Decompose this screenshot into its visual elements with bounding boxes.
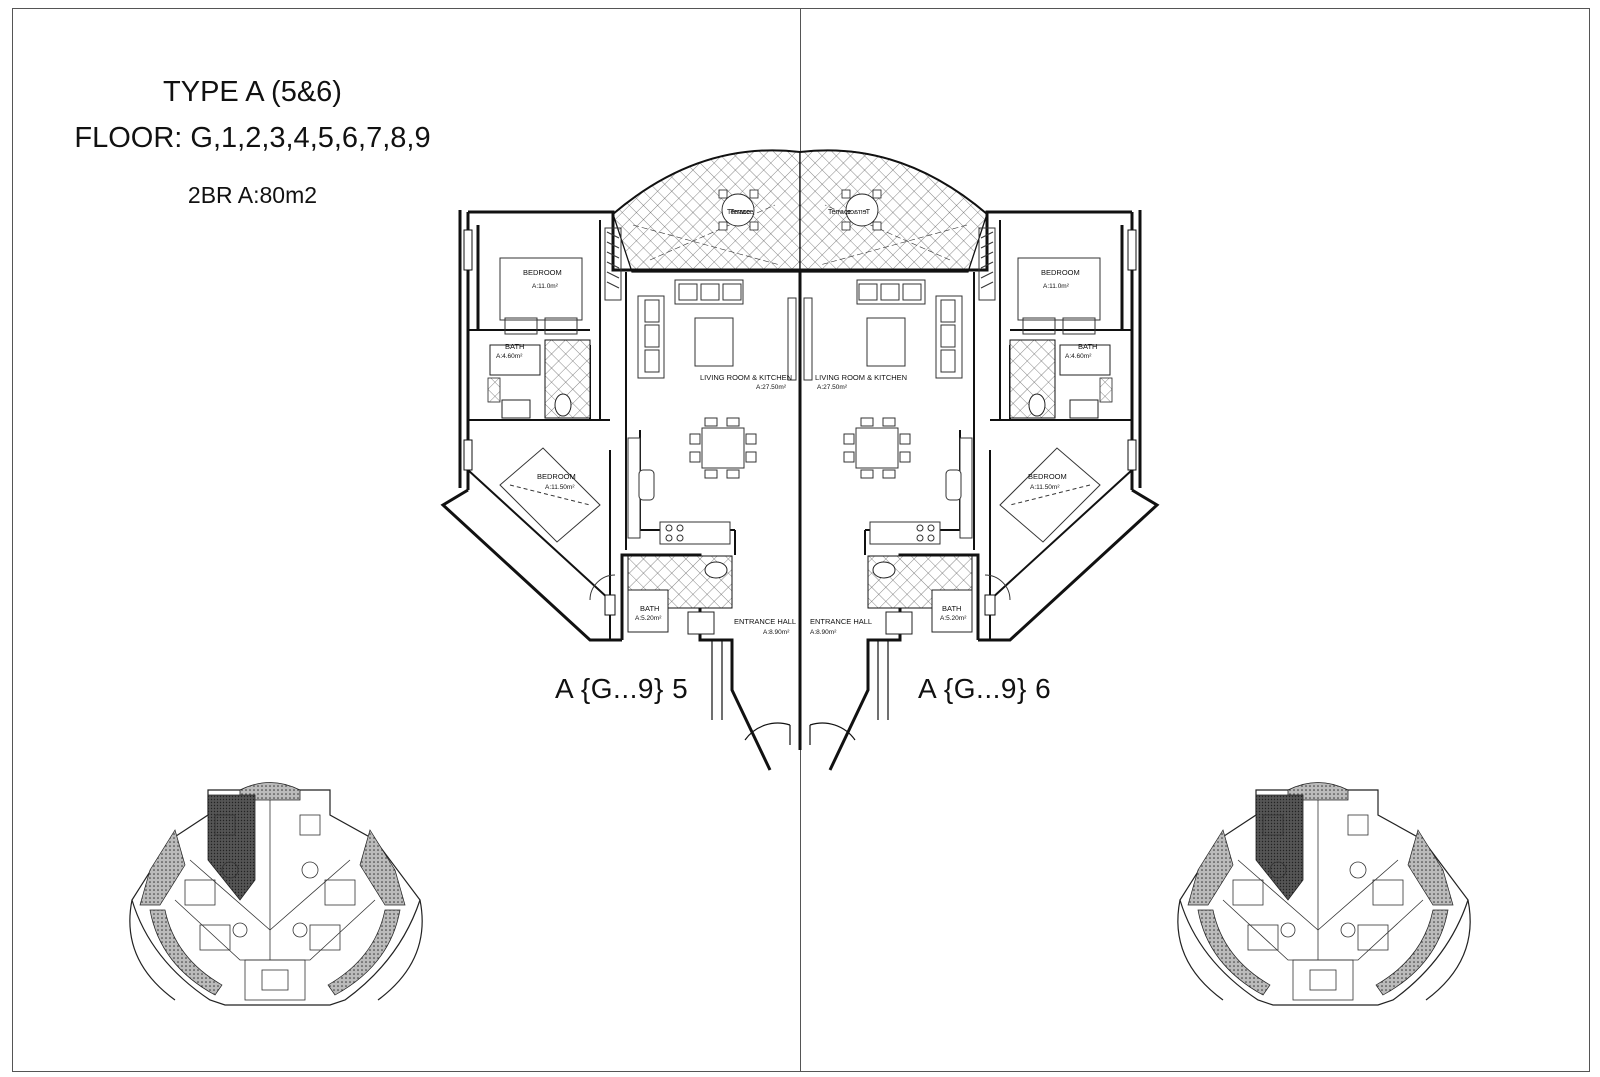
left-bedroom1-label: BEDROOM — [523, 268, 562, 277]
key-plan-unit-6 — [1177, 781, 1471, 1006]
right-hall-label: ENTRANCE HALL — [810, 617, 872, 626]
left-bath1-area: A:4.60m² — [496, 353, 523, 360]
right-bedroom1-area: A:11.0m² — [1043, 283, 1070, 290]
apartment-plan-unit-5 — [441, 148, 802, 772]
left-bedroom1-area: A:11.0m² — [532, 283, 559, 290]
right-hall-area: A:8.90m² — [810, 629, 837, 636]
right-bath2-area: A:5.20m² — [940, 615, 967, 622]
left-bath2-label: BATH — [640, 604, 659, 613]
right-bath1-area: A:4.60m² — [1065, 353, 1092, 360]
left-living-label: LIVING ROOM & KITCHEN — [700, 373, 792, 382]
right-terrace-label: Terrace — [828, 209, 851, 216]
right-living-area: A:27.50m² — [817, 384, 848, 391]
apartment-plan-unit-6 — [798, 148, 1159, 772]
unit-label-6: A {G...9} 6 — [918, 673, 1052, 704]
left-hall-area: A:8.90m² — [763, 629, 790, 636]
left-living-area: A:27.50m² — [756, 384, 787, 391]
left-bedroom2-area: A:11.50m² — [545, 484, 575, 491]
area-label: 2BR A:80m2 — [187, 182, 318, 208]
left-bath2-area: A:5.20m² — [635, 615, 662, 622]
drawing-sheet-border — [12, 8, 1590, 1072]
type-title: TYPE A (5&6) — [163, 76, 342, 108]
left-bedroom2-label: BEDROOM — [537, 472, 576, 481]
right-living-label: LIVING ROOM & KITCHEN — [815, 373, 907, 382]
floor-list: FLOOR: G,1,2,3,4,5,6,7,8,9 — [74, 122, 431, 154]
right-bath2-label: BATH — [942, 604, 961, 613]
left-terrace-label: Terrace — [727, 209, 750, 216]
left-bath1-label: BATH — [505, 342, 524, 351]
left-hall-label: ENTRANCE HALL — [734, 617, 796, 626]
key-plan-unit-5 — [129, 781, 423, 1006]
unit-label-5: A {G...9} 5 — [555, 673, 689, 704]
right-bath1-label: BATH — [1078, 342, 1097, 351]
right-bedroom2-area: A:11.50m² — [1030, 484, 1060, 491]
right-bedroom2-label: BEDROOM — [1028, 472, 1067, 481]
right-bedroom1-label: BEDROOM — [1041, 268, 1080, 277]
